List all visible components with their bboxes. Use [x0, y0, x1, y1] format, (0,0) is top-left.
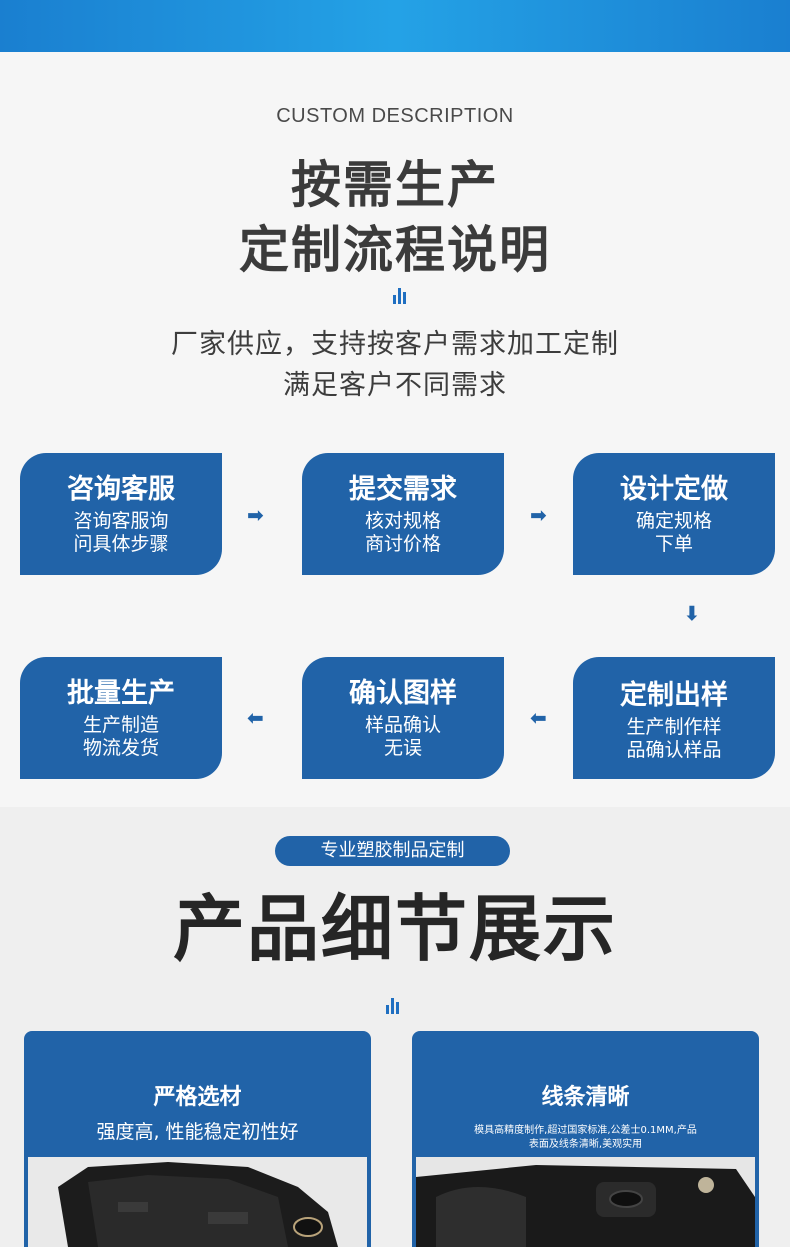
- subtitle-line1: 厂家供应，支持按客户需求加工定制: [171, 329, 619, 360]
- arrow-left-icon: ➡: [530, 707, 547, 731]
- arrow-left-icon: ➡: [247, 707, 264, 731]
- step-desc: 样品确认无误: [364, 714, 441, 759]
- step-desc: 确定规格下单: [635, 510, 712, 555]
- step-title: 提交需求: [349, 474, 457, 505]
- step-card-sample: 定制出样 生产制作样品确认样品: [573, 657, 775, 779]
- step-desc: 生产制造物流发货: [82, 714, 159, 759]
- detail-title: 产品细节展示: [172, 887, 617, 971]
- step-title: 批量生产: [67, 678, 175, 709]
- arrow-right-icon: ➡: [530, 503, 547, 527]
- step-card-mass-production: 批量生产 生产制造物流发货: [20, 657, 222, 779]
- step-desc: 咨询客服询问具体步骤: [73, 510, 169, 555]
- step-title: 咨询客服: [67, 474, 175, 505]
- step-title: 设计定做: [620, 474, 728, 505]
- step-title: 确认图样: [349, 678, 457, 709]
- category-pill: 专业塑胶制品定制: [275, 836, 510, 866]
- feature-card-lines: 线条清晰 模具高精度制作,超过国家标准,公差士0.1MM,产品表面及线条清晰,美…: [412, 1031, 759, 1247]
- bars-icon: [393, 288, 406, 304]
- feature-desc: 模具高精度制作,超过国家标准,公差士0.1MM,产品表面及线条清晰,美观实用: [474, 1125, 697, 1150]
- feature-card-material: 严格选材 强度高, 性能稳定初性好: [24, 1031, 371, 1247]
- feature-title: 严格选材: [153, 1085, 242, 1110]
- subtitle-line2: 满足客户不同需求: [283, 370, 507, 401]
- bars-icon: [386, 998, 399, 1014]
- top-banner: [0, 0, 790, 52]
- eyebrow-text: CUSTOM DESCRIPTION: [276, 105, 514, 127]
- step-card-confirm: 确认图样 样品确认无误: [302, 657, 504, 779]
- feature-desc: 强度高, 性能稳定初性好: [96, 1121, 299, 1143]
- step-desc: 生产制作样品确认样品: [626, 716, 722, 761]
- feature-title: 线条清晰: [541, 1085, 630, 1110]
- page-title-line2: 定制流程说明: [239, 221, 551, 279]
- step-card-submit: 提交需求 核对规格商讨价格: [302, 453, 504, 575]
- arrow-down-icon: ➡: [680, 604, 705, 622]
- step-card-design: 设计定做 确定规格下单: [573, 453, 775, 575]
- product-photo: [416, 1157, 755, 1247]
- product-photo: [28, 1157, 367, 1247]
- step-desc: 核对规格商讨价格: [364, 510, 441, 555]
- step-title: 定制出样: [620, 680, 728, 711]
- arrow-right-icon: ➡: [247, 503, 264, 527]
- step-card-consult: 咨询客服 咨询客服询问具体步骤: [20, 453, 222, 575]
- page-title-line1: 按需生产: [291, 156, 499, 214]
